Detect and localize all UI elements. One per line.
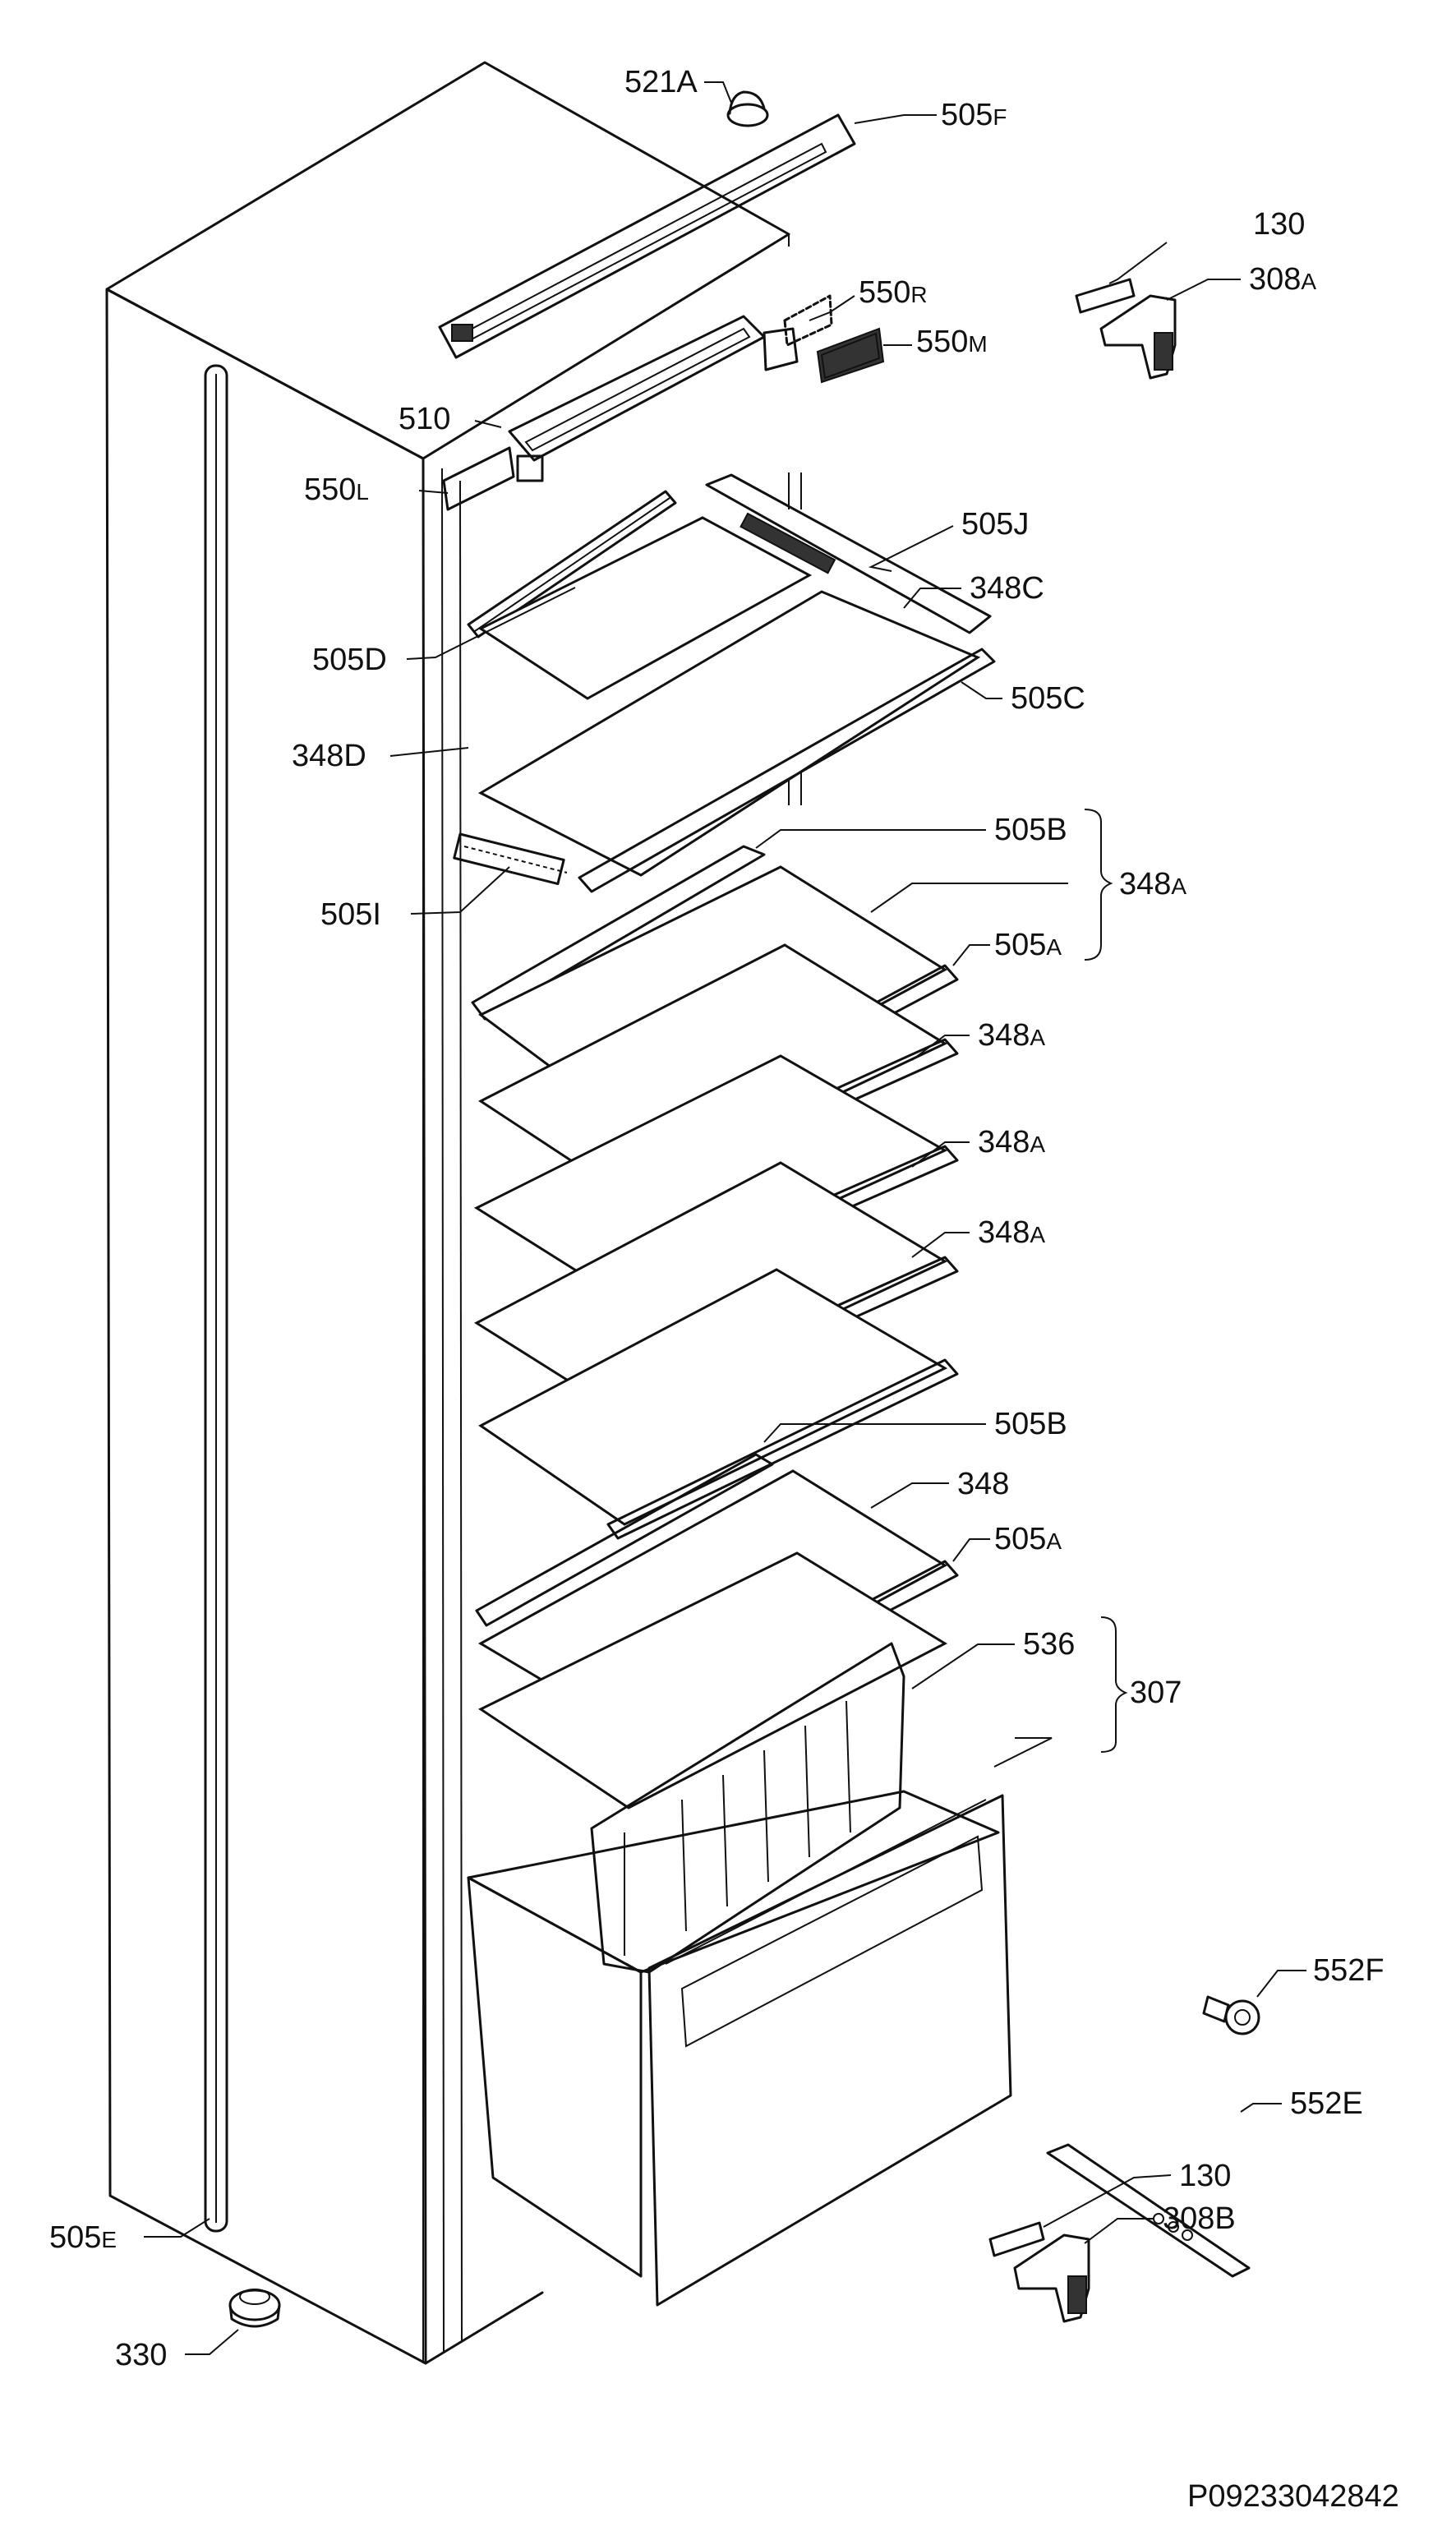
label-510: 510 [399, 402, 450, 436]
document-id: P09233042842 [1187, 2479, 1399, 2514]
label-550M: 550M [916, 325, 988, 359]
label-348D: 348D [292, 739, 366, 773]
label-plate [816, 327, 885, 384]
part-labels: 521A 505F 130 308A 550R 550M 510 550L 50… [49, 65, 1385, 2372]
label-505J: 505J [961, 507, 1029, 542]
label-550R: 550R [859, 275, 928, 310]
label-130-top: 130 [1253, 207, 1305, 242]
label-505B-bottom: 505B [994, 1407, 1067, 1441]
left-light-cover [442, 446, 515, 511]
runner-stop-knob [1202, 1995, 1260, 2035]
top-cover-rail [438, 113, 856, 359]
top-hinge-parts [1075, 278, 1177, 380]
cabinet-top-panel [105, 61, 790, 460]
crisper-drawer [467, 1642, 1012, 2307]
label-521A: 521A [624, 65, 698, 99]
label-536: 536 [1023, 1627, 1075, 1662]
adjustable-foot [228, 2289, 281, 2328]
top-screw-cap [726, 90, 769, 127]
label-308A: 308A [1249, 262, 1316, 297]
label-505C: 505C [1011, 681, 1085, 716]
label-505B-top: 505B [994, 813, 1067, 847]
top-shelf-assembly [453, 473, 996, 893]
label-552E: 552E [1290, 2086, 1363, 2121]
label-348A-group: 348A [1119, 867, 1186, 901]
label-552F: 552F [1313, 1953, 1385, 1988]
label-505A-bottom: 505A [994, 1522, 1062, 1556]
right-light-cover [783, 294, 833, 347]
label-505I: 505I [320, 897, 381, 932]
label-348: 348 [957, 1467, 1009, 1501]
label-330: 330 [115, 2338, 167, 2372]
label-348C: 348C [970, 571, 1044, 606]
label-505A-top: 505A [994, 928, 1062, 962]
label-505E: 505E [49, 2220, 117, 2255]
label-505F: 505F [941, 98, 1007, 132]
label-348A-3: 348A [978, 1125, 1045, 1159]
label-505D: 505D [312, 643, 387, 677]
leader-lines [144, 81, 1306, 2355]
label-307: 307 [1130, 1676, 1182, 1710]
bottom-hinge-parts [988, 2221, 1090, 2323]
group-brackets [1084, 809, 1128, 1753]
label-130-bottom: 130 [1179, 2159, 1231, 2193]
cabinet-side-panel [105, 288, 427, 2365]
label-550L: 550L [304, 473, 369, 507]
glass-shelf-7 [478, 1551, 948, 1809]
label-308B: 308B [1163, 2201, 1236, 2236]
label-348A-2: 348A [978, 1018, 1045, 1053]
label-348A-4: 348A [978, 1215, 1045, 1250]
door-seal-strip [204, 364, 228, 2233]
control-housing [508, 315, 799, 482]
